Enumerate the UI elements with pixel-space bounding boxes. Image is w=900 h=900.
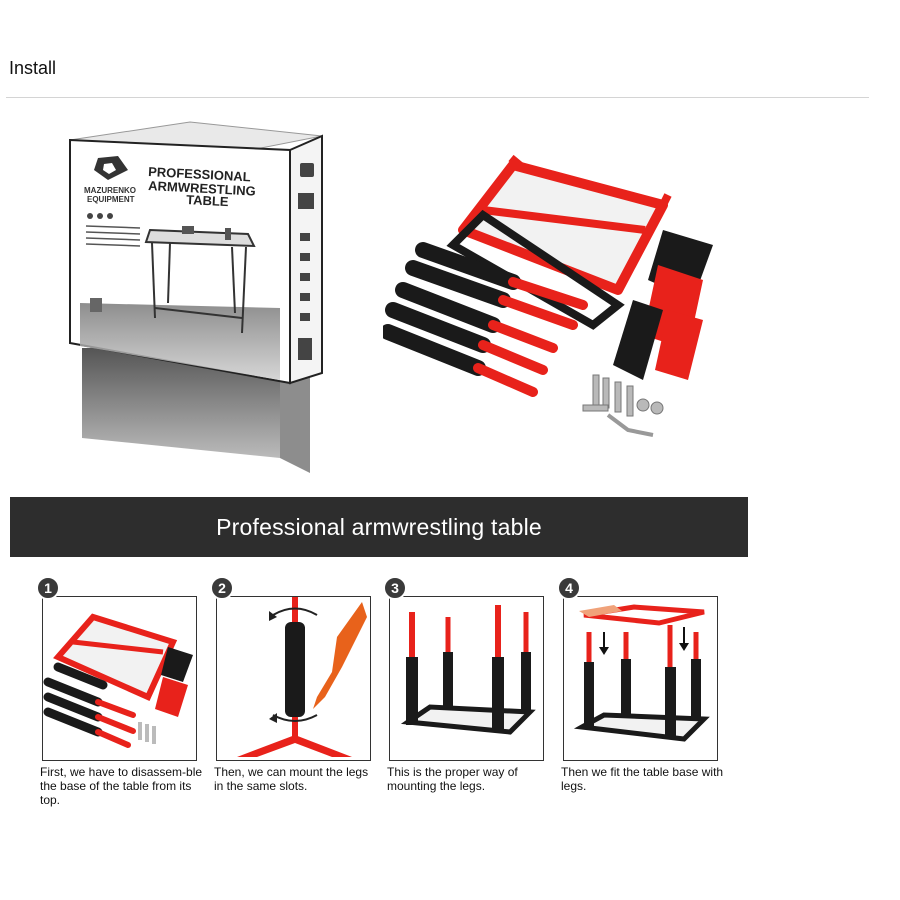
install-step-2: 2 Then, we can mount the legs in the sam… [210,576,374,793]
step-2-illustration [216,596,371,761]
mazurenko-logo-icon [94,156,128,180]
step-4-illustration [563,596,718,761]
product-box-image: MAZURENKO EQUIPMENT PROFESSIONAL ARMWRES… [10,118,370,483]
rotate-arrow-icon [272,607,318,616]
step-2-caption: Then, we can mount the legs in the same … [214,765,369,793]
step-3-number: 3 [383,576,407,600]
section-divider [6,97,869,98]
product-line1: PROFESSIONAL [148,164,251,184]
section-title: Install [9,58,57,78]
step-1-illustration [42,596,197,761]
step-1-caption: First, we have to disassem-ble the base … [40,765,203,807]
product-line3: TABLE [186,192,229,209]
step-4-number: 4 [557,576,581,600]
banner-title: Professional armwrestling table [216,513,542,540]
brand-line2: EQUIPMENT [87,195,135,204]
hand-icon [313,602,367,709]
install-step-1: 1 First, we have to disassem-ble the bas… [36,576,202,807]
hand-icon [579,605,622,617]
step-2-number: 2 [210,576,234,600]
step-4-caption: Then we fit the table base with legs. [561,765,724,793]
step-3-caption: This is the proper way of mounting the l… [387,765,518,793]
step-3-illustration [389,596,544,761]
table-kit-parts-image [380,150,733,450]
product-banner: Professional armwrestling table [10,497,748,557]
brand-line1: MAZURENKO [84,186,136,195]
install-step-3: 3 This is the proper way of mounting the… [383,576,547,793]
install-step-4: 4 Then we fit the table base with legs. [557,576,723,793]
step-1-number: 1 [36,576,60,600]
product-line2: ARMWRESTLING [148,178,256,199]
